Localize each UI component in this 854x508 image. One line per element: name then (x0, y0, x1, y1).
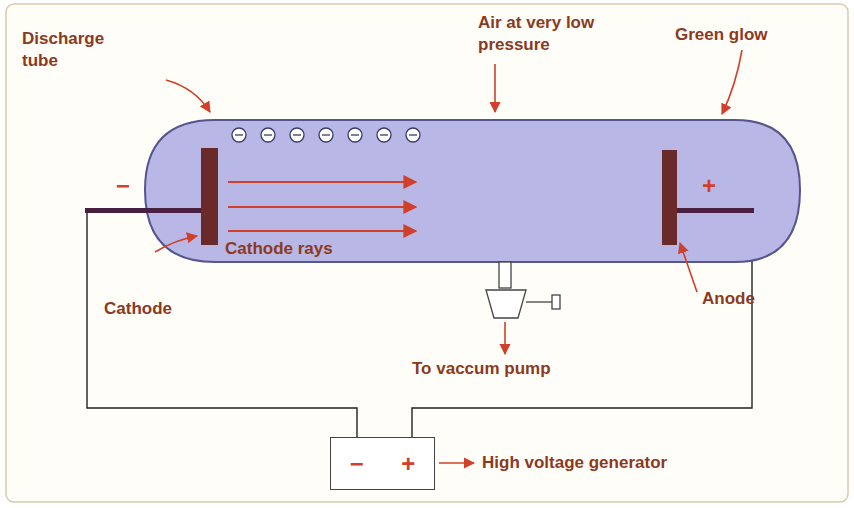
polarity-sign: + (401, 452, 415, 476)
frame (6, 4, 848, 502)
part-label: Anode (702, 288, 755, 310)
anode-rod (674, 208, 754, 213)
part-label: Cathode (104, 298, 172, 320)
anode-plate (662, 150, 677, 245)
cathode-rod (85, 208, 205, 213)
polarity-sign: − (116, 174, 130, 198)
cathode-ray-arrow (228, 182, 416, 231)
voltage-generator-box: −+ (330, 437, 435, 490)
polarity-sign: + (702, 174, 716, 198)
polarity-sign: − (350, 452, 364, 476)
part-label: High voltage generator (482, 452, 667, 474)
leader-arrow (155, 50, 742, 463)
part-label: Air at very low pressure (478, 12, 603, 56)
cathode-plate (201, 148, 218, 245)
part-label: Discharge tube (22, 28, 122, 72)
part-label: To vaccum pump (412, 358, 551, 380)
part-label: Cathode rays (225, 238, 333, 260)
part-label: Green glow (675, 24, 768, 46)
electron-symbol (232, 128, 420, 142)
glass-tube (145, 120, 800, 262)
vacuum-valve (486, 262, 560, 318)
